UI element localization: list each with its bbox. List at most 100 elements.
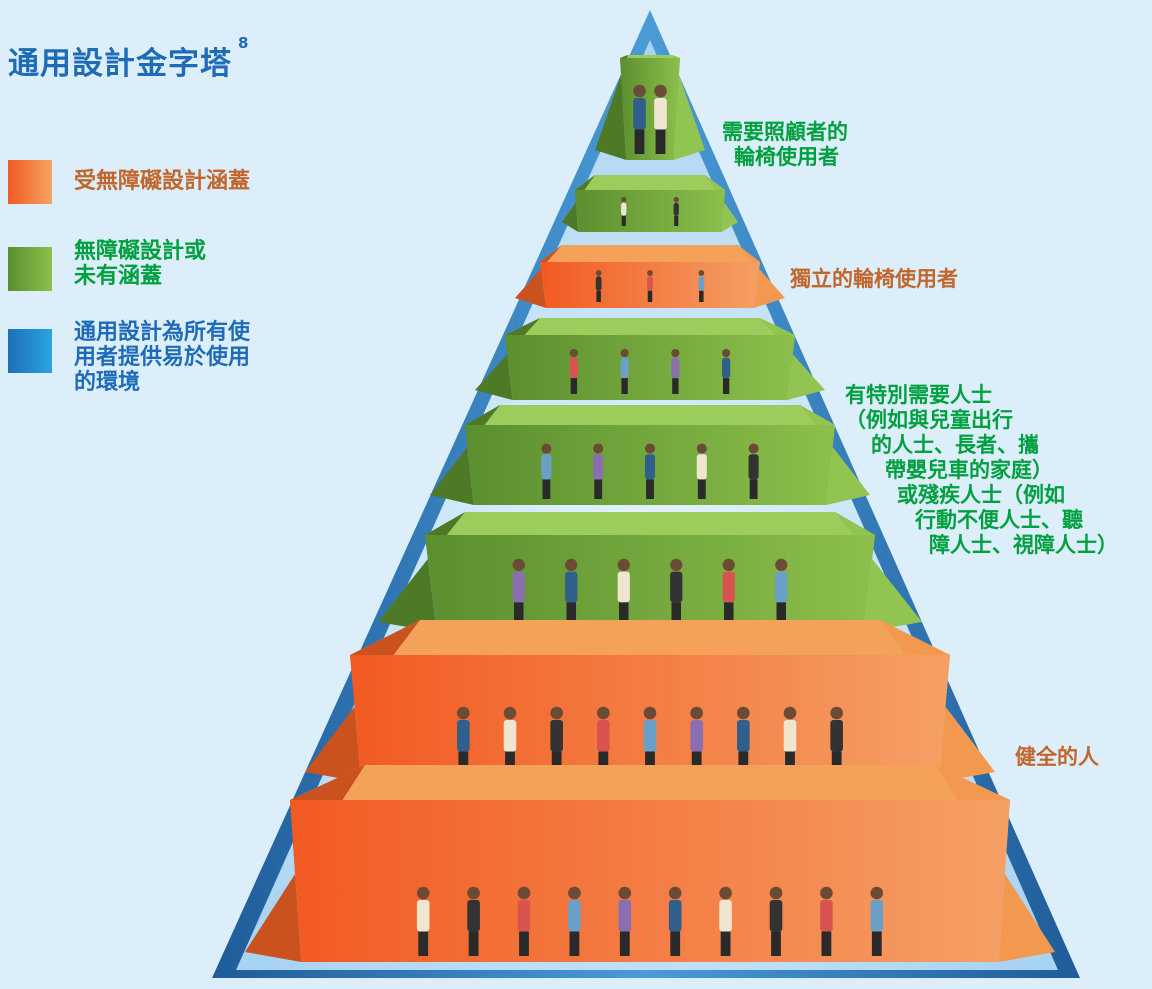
- person-figure: [569, 348, 578, 394]
- tier-right-face: [738, 245, 785, 308]
- legend-swatch-blue: [8, 329, 52, 373]
- legend-swatch-green: [8, 247, 52, 291]
- person-figure: [416, 886, 430, 956]
- person-figure: [870, 886, 884, 956]
- tier-right-face: [880, 620, 995, 782]
- person-figure: [647, 270, 653, 302]
- tier-wheelchair-attended: [562, 175, 738, 232]
- label-line: 帶嬰兒車的家庭）: [885, 458, 1053, 482]
- person-figure: [748, 443, 759, 499]
- legend-label-universal: 通用設計為所有使 用者提供易於使用 的環境: [74, 320, 250, 395]
- tier-independent-wheelchair: [515, 245, 785, 308]
- tier-front-face: [575, 190, 725, 232]
- label-independent-wheelchair: 獨立的輪椅使用者: [790, 267, 958, 292]
- page-title: 通用設計金字塔8: [8, 34, 249, 83]
- person-figure: [617, 558, 630, 626]
- person-figure: [512, 558, 525, 626]
- legend-item-accessible: 受無障礙設計涵蓋: [8, 160, 308, 204]
- tier-top-face: [505, 318, 795, 335]
- tier-top-face: [425, 512, 875, 535]
- person-figure: [550, 706, 563, 776]
- person-figure: [541, 443, 552, 499]
- tier-left-face: [595, 55, 628, 160]
- tier-group: [245, 55, 1055, 962]
- tier-left-face: [430, 405, 500, 505]
- tier-left-face: [475, 318, 540, 400]
- person-figure: [568, 886, 581, 956]
- label-line: 健全的人: [1015, 745, 1099, 769]
- label-special-needs: 有特別需要人士 （例如與兒童出行 的人士、長者、攜 帶嬰兒車的家庭） 或殘疾人士…: [845, 383, 1118, 558]
- label-line: 或殘疾人士（例如: [897, 483, 1065, 507]
- tier-front-face: [505, 335, 795, 400]
- label-line: 障人士、視障人士）: [929, 533, 1118, 557]
- person-figure: [517, 886, 531, 956]
- legend-swatch-orange: [8, 160, 52, 204]
- label-line: 行動不便人士、聽: [915, 508, 1083, 532]
- label-line: 的人士、長者、攜: [871, 433, 1039, 457]
- legend-line: 未有涵蓋: [74, 264, 163, 289]
- person-figure: [830, 706, 843, 776]
- person-figure: [690, 706, 703, 776]
- tier-right-face: [835, 512, 922, 632]
- person-figure: [643, 706, 657, 776]
- tier-left-face: [562, 175, 595, 232]
- legend-line: 的環境: [74, 370, 141, 395]
- tier-right-face: [672, 55, 705, 160]
- person-figure: [621, 196, 627, 226]
- person-figure: [503, 706, 517, 776]
- person-figure: [565, 558, 578, 626]
- label-caregiver-wheelchair: 需要照顧者的 輪椅使用者: [722, 120, 848, 170]
- legend-line: 受無障礙設計涵蓋: [74, 169, 251, 194]
- tier-top-face: [540, 245, 760, 262]
- tier-top-face: [620, 55, 680, 58]
- label-line: 需要照顧者的: [722, 120, 848, 144]
- tier-active-people: [245, 765, 1055, 962]
- tier-top-face: [290, 765, 1010, 800]
- tier-top-face: [465, 405, 835, 425]
- tier-families-children: [378, 512, 922, 632]
- label-line: 有特別需要人士: [845, 383, 992, 407]
- person-figure: [654, 84, 667, 154]
- label-line: 輪椅使用者: [734, 145, 839, 169]
- legend-line: 無障礙設計或: [74, 239, 207, 264]
- label-able-bodied: 健全的人: [1015, 745, 1099, 770]
- person-figure: [698, 270, 705, 302]
- person-figure: [633, 84, 646, 154]
- tier-left-face: [245, 765, 365, 962]
- tier-left-face: [515, 245, 562, 308]
- person-figure: [775, 558, 788, 626]
- person-figure: [671, 348, 680, 394]
- person-figure: [595, 270, 602, 302]
- legend-item-not-covered: 無障礙設計或 未有涵蓋: [8, 239, 308, 293]
- tier-front-face: [620, 58, 680, 160]
- legend-line: 用者提供易於使用: [74, 345, 251, 370]
- legend-item-universal: 通用設計為所有使 用者提供易於使用 的環境: [8, 320, 308, 400]
- person-figure: [783, 706, 797, 776]
- person-figure: [673, 196, 679, 226]
- person-figure: [467, 886, 480, 956]
- tier-right-face: [760, 318, 825, 400]
- person-figure: [737, 706, 750, 776]
- legend-line: 通用設計為所有使: [74, 320, 251, 345]
- tier-top-face: [350, 620, 950, 655]
- person-figure: [457, 706, 470, 776]
- person-figure: [719, 886, 732, 956]
- person-figure: [670, 558, 683, 626]
- person-figure: [597, 706, 610, 776]
- tier-right-face: [935, 765, 1055, 962]
- tier-right-face: [705, 175, 738, 232]
- person-figure: [593, 443, 604, 499]
- tier-adults-standing: [305, 620, 995, 782]
- tier-front-face: [425, 535, 875, 632]
- title-footnote: 8: [238, 34, 250, 52]
- tier-left-face: [305, 620, 420, 782]
- person-figure: [769, 886, 783, 956]
- person-figure: [722, 558, 735, 626]
- tier-left-face: [378, 512, 465, 632]
- label-line: （例如與兒童出行: [845, 408, 1013, 432]
- person-figure: [618, 886, 632, 956]
- legend-label-not-covered: 無障礙設計或 未有涵蓋: [74, 239, 206, 289]
- person-figure: [620, 348, 629, 394]
